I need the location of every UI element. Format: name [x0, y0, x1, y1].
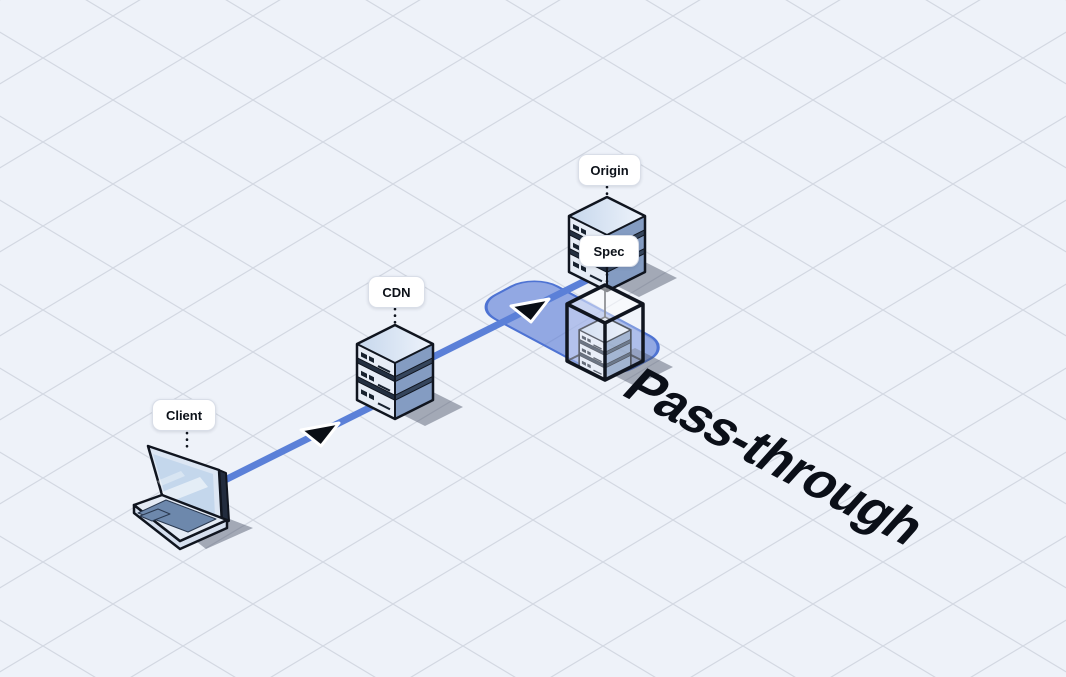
spec-wireframe-cube-icon — [565, 283, 645, 382]
origin-node-label: Origin — [578, 154, 641, 186]
cdn-node-label: CDN — [368, 276, 425, 308]
client-laptop-icon — [132, 444, 230, 551]
cdn-server-icon — [355, 323, 435, 421]
label-connectors — [185, 185, 609, 451]
client-node-label: Client — [152, 399, 216, 431]
spec-node-label: Spec — [579, 235, 639, 267]
